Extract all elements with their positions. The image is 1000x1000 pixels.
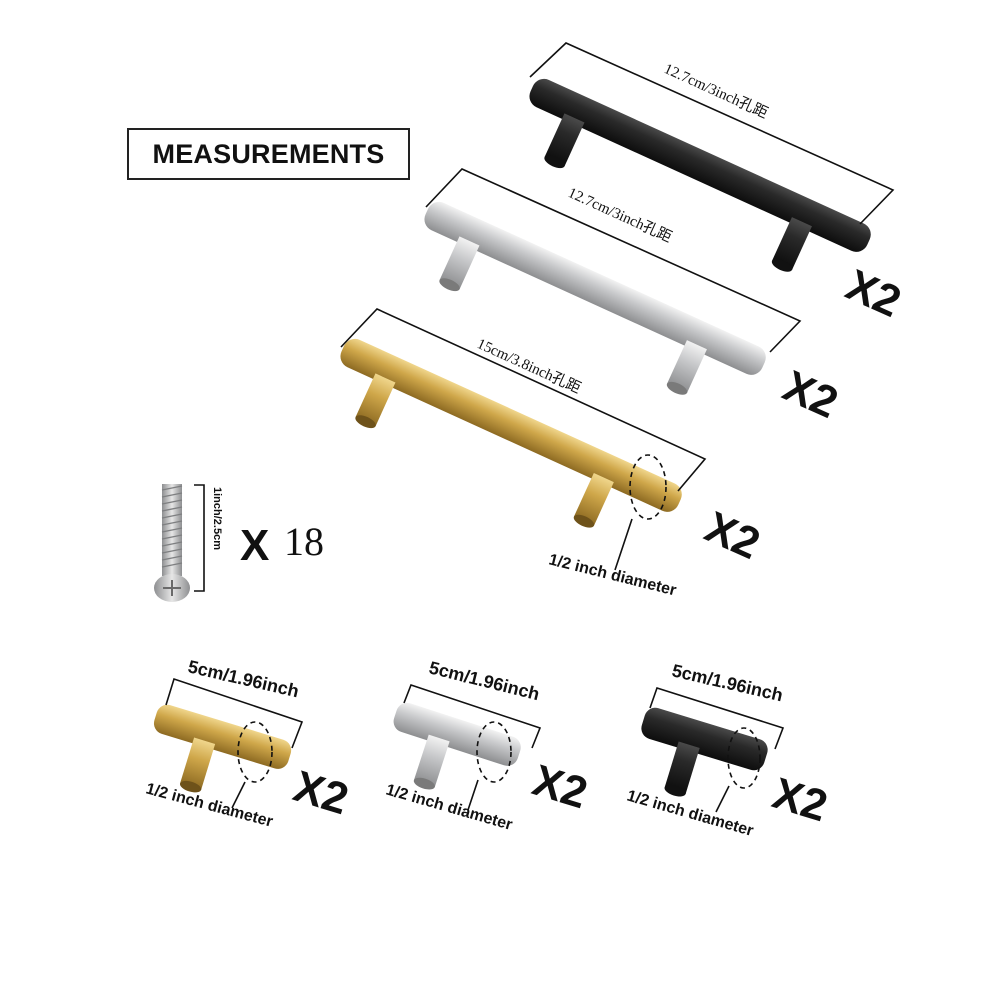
small-black-quantity: X2 bbox=[767, 769, 833, 832]
small-gold-quantity: X2 bbox=[288, 762, 354, 825]
silver-handle-dimension: 12.7cm/3inch孔距 bbox=[565, 184, 674, 246]
small-black-diameter-note: 1/2 inch diameter bbox=[625, 788, 755, 840]
silver-handle-small bbox=[393, 702, 521, 790]
small-black-dimension-line bbox=[649, 687, 785, 750]
black-handle-dimension-line bbox=[529, 42, 895, 225]
silver-handle-quantity: X2 bbox=[776, 361, 845, 428]
screw-x: X bbox=[240, 521, 269, 570]
gold-handle-diameter-marker bbox=[629, 454, 667, 520]
black-handle-quantity: X2 bbox=[839, 260, 908, 327]
small-silver-dimension: 5cm/1.96inch bbox=[427, 657, 542, 704]
small-black-diameter-marker bbox=[727, 727, 761, 789]
silver-handle-dimension-line bbox=[425, 168, 802, 353]
gold-handle-diameter-note: 1/2 inch diameter bbox=[547, 551, 678, 599]
gold-handle-dimension-line bbox=[340, 308, 707, 492]
gold-handle-quantity: X2 bbox=[698, 502, 767, 569]
measurements-title: MEASUREMENTS bbox=[127, 128, 410, 180]
black-handle-large bbox=[529, 78, 871, 272]
small-gold-diameter-leader bbox=[231, 781, 246, 809]
gold-handle-dimension: 15cm/3.8inch孔距 bbox=[474, 335, 583, 397]
screw bbox=[154, 484, 190, 602]
black-handle-dimension: 12.7cm/3inch孔距 bbox=[661, 60, 770, 122]
small-silver-diameter-note: 1/2 inch diameter bbox=[384, 782, 514, 834]
screw-dimension: 1inch/2.5cm bbox=[211, 487, 223, 550]
silver-handle-large bbox=[424, 201, 766, 395]
small-black-diameter-leader bbox=[715, 785, 730, 813]
small-silver-diameter-marker bbox=[476, 721, 512, 783]
small-gold-dimension: 5cm/1.96inch bbox=[186, 656, 301, 701]
small-silver-quantity: X2 bbox=[527, 756, 593, 819]
screw-dimension-line bbox=[194, 484, 205, 592]
small-gold-diameter-note: 1/2 inch diameter bbox=[144, 780, 275, 830]
gold-handle-small bbox=[153, 704, 292, 793]
black-handle-small bbox=[641, 707, 768, 797]
small-silver-dimension-line bbox=[403, 684, 542, 749]
gold-handle-diameter-leader bbox=[614, 518, 633, 571]
small-silver-diameter-leader bbox=[467, 779, 479, 811]
gold-handle-large bbox=[340, 338, 682, 528]
screw-count: 18 bbox=[284, 519, 324, 564]
small-gold-diameter-marker bbox=[237, 721, 273, 783]
small-black-dimension: 5cm/1.96inch bbox=[670, 660, 785, 705]
small-gold-dimension-line bbox=[165, 677, 304, 749]
